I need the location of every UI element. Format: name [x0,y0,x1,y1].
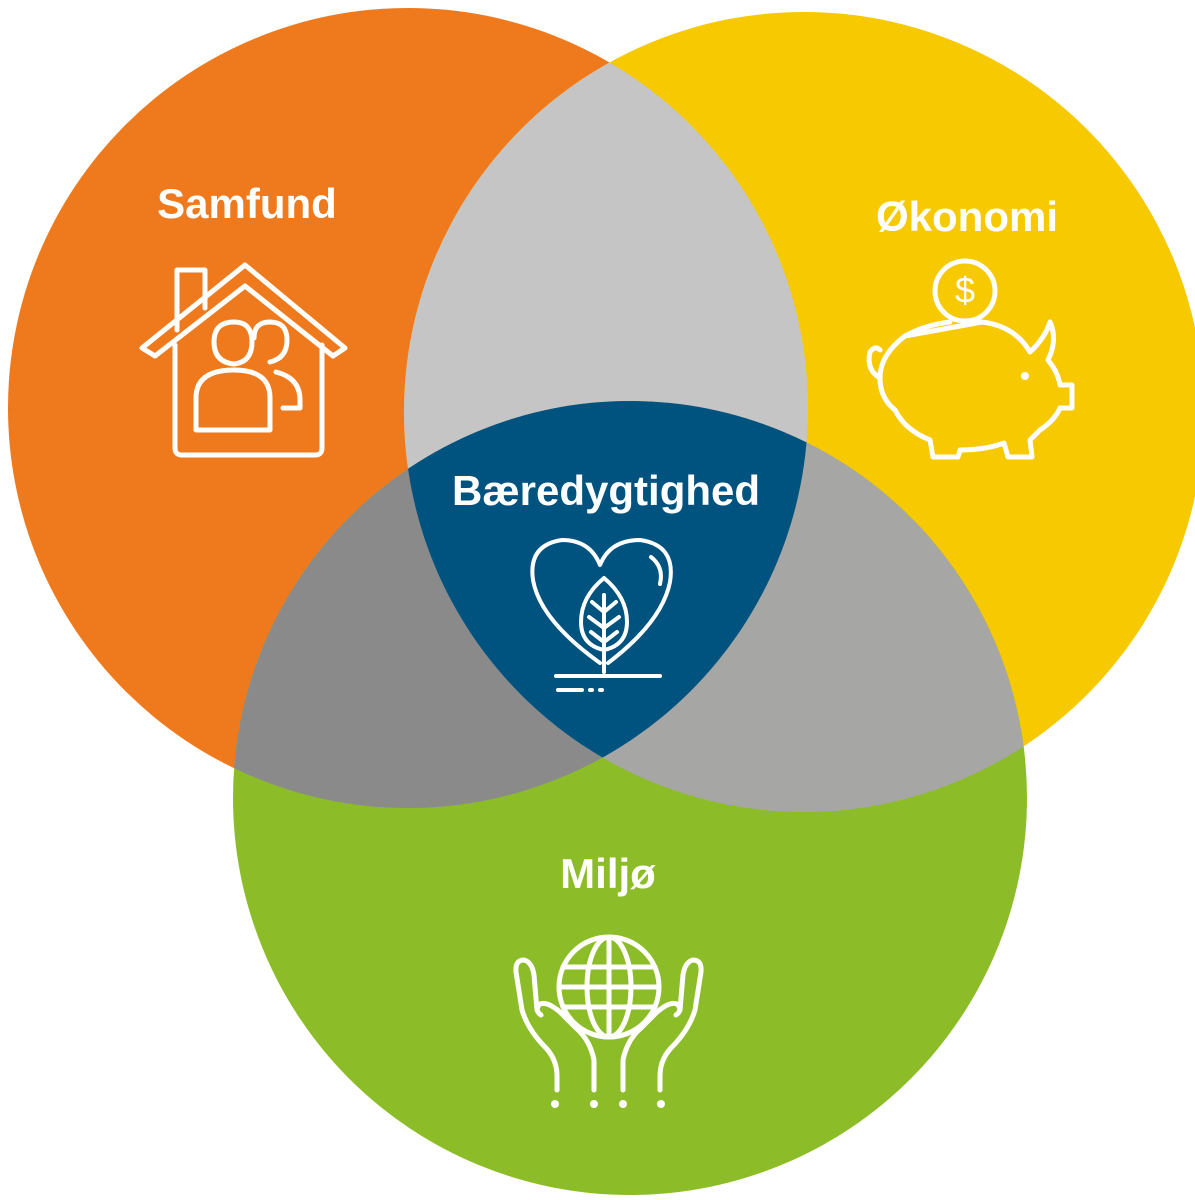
heart-leaf-icon [530,538,673,692]
label-samfund: Samfund [157,180,337,227]
label-baeredygtighed: Bæredygtighed [452,467,760,514]
house-family-icon [139,262,348,458]
svg-text:$: $ [955,270,975,311]
hands-globe-icon [513,934,704,1108]
label-miljo: Miljø [560,850,656,897]
piggy-bank-icon: $ [866,258,1075,460]
label-okonomi: Økonomi [876,193,1058,240]
